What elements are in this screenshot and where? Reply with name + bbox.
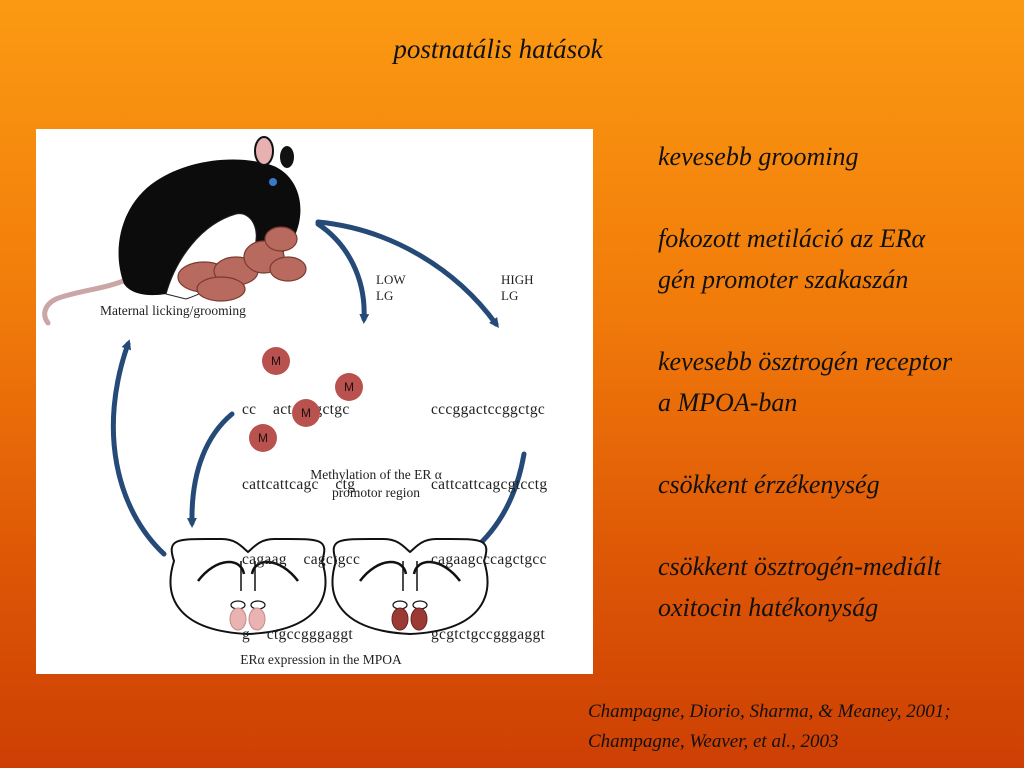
mpoa-low-expression bbox=[229, 607, 247, 631]
methyl-mark: M bbox=[292, 399, 320, 427]
rat-eye bbox=[269, 178, 277, 186]
pups bbox=[177, 226, 307, 302]
point-sensitivity: csökkent érzékenység bbox=[658, 470, 880, 499]
mpoa-high-expression bbox=[391, 607, 409, 631]
unmethylated-sequence: cccggactccggctgc cattcattcagcgtcctg caga… bbox=[431, 401, 548, 643]
rat-with-pups-illustration bbox=[42, 136, 307, 326]
brain-section-low bbox=[169, 537, 327, 636]
arrow-to-high-lg bbox=[315, 219, 499, 329]
key-points: kevesebb grooming fokozott metiláció az … bbox=[658, 136, 1018, 669]
arrow-to-low-lg bbox=[315, 221, 370, 324]
methyl-mark: M bbox=[262, 347, 290, 375]
cycle-arrows bbox=[110, 219, 527, 557]
figure-drawing bbox=[42, 136, 527, 636]
brain-section-high bbox=[331, 537, 489, 636]
rat-ear bbox=[254, 136, 274, 166]
rat-ear-back bbox=[280, 146, 294, 168]
expression-caption: ERα expression in the MPOA bbox=[240, 652, 402, 667]
maternal-licking-label: Maternal licking/grooming bbox=[100, 303, 246, 318]
slide-title: postnatális hatások bbox=[393, 34, 603, 64]
citation: Champagne, Diorio, Sharma, & Meaney, 200… bbox=[588, 701, 951, 752]
methyl-mark: M bbox=[249, 424, 277, 452]
arrow-low-to-mpoa bbox=[186, 411, 235, 528]
arrow-mpoa-to-mother bbox=[110, 339, 167, 557]
rat-tail bbox=[42, 276, 131, 326]
methyl-mark: M bbox=[335, 373, 363, 401]
point-grooming: kevesebb grooming bbox=[658, 142, 859, 171]
